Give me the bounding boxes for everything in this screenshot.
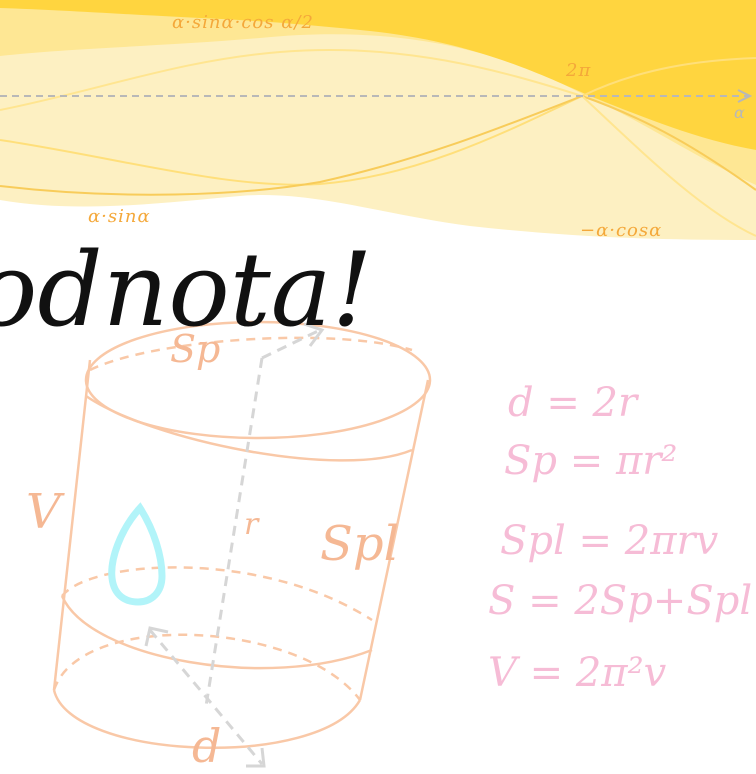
cylinder-sketch xyxy=(52,320,432,749)
cylinder-top-rim xyxy=(84,320,432,440)
radius-arrow xyxy=(261,328,321,360)
function-graph: α·sinα·cos α/2 2π α α·sinα −α·cosα xyxy=(0,0,756,241)
graph-curve-sin xyxy=(0,94,756,196)
cylinder-mid-ellipse xyxy=(60,595,373,670)
radius-arrow-head xyxy=(303,322,325,347)
graph-curve-neg-cos xyxy=(0,48,756,237)
cylinder-left-side xyxy=(52,359,92,691)
cylinder-bottom-ellipse-dash xyxy=(52,633,361,701)
water-drop-icon xyxy=(108,502,166,606)
cylinder-right-side xyxy=(358,379,430,701)
label-diameter: d xyxy=(192,719,221,773)
formula-base-area: Sp = πr² xyxy=(504,438,677,484)
label-radius: r xyxy=(244,507,260,542)
label-top-formula: α·sinα·cos α/2 xyxy=(172,12,314,33)
label-alpha-sin: α·sinα xyxy=(88,206,151,227)
cylinder-inner-top xyxy=(85,394,413,462)
diameter-arrow-head-bottom xyxy=(246,747,266,768)
formula-list: d = 2r Sp = πr² Spl = 2πrv S = 2Sp+Spl V… xyxy=(488,380,752,696)
graph-band-strong xyxy=(0,0,756,150)
formula-surface-area: S = 2Sp+Spl xyxy=(488,578,752,624)
label-volume: V xyxy=(26,484,65,540)
formula-volume: V = 2π²v xyxy=(488,650,667,696)
dimension-arrows xyxy=(148,328,321,765)
height-arrow xyxy=(204,357,264,707)
label-spl: Spl xyxy=(320,516,399,572)
graph-curve-cos xyxy=(0,57,756,186)
label-neg-alpha-cos: −α·cosα xyxy=(580,220,662,241)
cylinder-mid-ellipse-dash xyxy=(61,566,373,622)
formula-diameter: d = 2r xyxy=(508,380,640,426)
formula-lateral-area: Spl = 2πrv xyxy=(500,518,719,564)
label-sp-top: Sp xyxy=(170,327,220,371)
alpha-axis-arrow xyxy=(737,89,753,103)
cylinder-bottom-ellipse xyxy=(52,689,362,749)
diameter-arrow-head-top xyxy=(144,626,169,647)
cylinder-inner-top-dash xyxy=(89,336,413,372)
label-2pi: 2π xyxy=(565,60,591,81)
diameter-arrow xyxy=(148,629,264,765)
alpha-axis-label: α xyxy=(734,103,745,122)
headline-text: odnota! xyxy=(0,231,373,350)
